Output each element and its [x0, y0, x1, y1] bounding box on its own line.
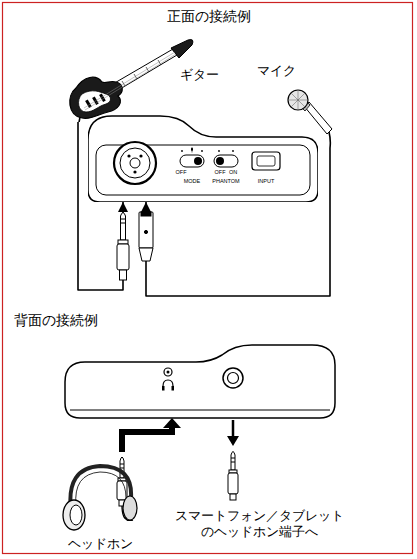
control-name: PHANTOM — [212, 178, 239, 184]
headphones — [76, 472, 126, 506]
phone-plug — [118, 240, 128, 244]
rear-device — [65, 345, 335, 418]
rear-device — [172, 386, 175, 391]
mini-plug — [230, 494, 236, 500]
mini-plug — [228, 473, 238, 494]
interface-front-shape — [214, 155, 238, 167]
phone-plug — [117, 213, 129, 281]
headphone-arrow — [122, 418, 181, 452]
headphones — [63, 500, 85, 530]
interface-front-shape — [120, 148, 150, 178]
interface-front-shape — [194, 157, 202, 165]
microphone-node: マイク — [255, 62, 343, 148]
part-label: ギター — [180, 68, 219, 83]
interface-front-shape — [139, 154, 142, 157]
rear-device — [228, 373, 239, 384]
phone-plug — [121, 219, 126, 220]
microphone-node-shape — [329, 132, 330, 148]
microphone-node-shape — [288, 90, 308, 110]
rear-device — [163, 380, 173, 390]
guitar-node-shape — [85, 54, 176, 110]
interface-front-shape — [96, 145, 310, 195]
guitar-node-shape — [70, 77, 123, 118]
interface-front-shape — [180, 155, 204, 167]
interface-front-shape — [216, 157, 224, 165]
interface-front-shape — [114, 142, 156, 184]
interface-front-shape — [88, 115, 318, 202]
switch-label: OFF — [215, 169, 226, 175]
rear-device — [70, 410, 330, 411]
switch-label: ON — [229, 169, 237, 175]
control-name: MODE — [184, 178, 201, 184]
rear-device — [167, 371, 170, 374]
rear-device — [223, 368, 243, 388]
microphone-node-shape — [298, 90, 299, 110]
interface-front-shape — [127, 154, 130, 157]
headphone-arrow — [122, 427, 172, 452]
guitar-node-shape — [84, 52, 175, 108]
mini-plug — [228, 452, 238, 501]
rear-device — [164, 368, 172, 376]
part-label: スマートフォン／タブレット のヘッドホン端子へ — [170, 508, 348, 541]
part-label: マイク — [257, 64, 296, 79]
interface-front-shape — [130, 158, 140, 168]
headphones — [123, 496, 137, 520]
headphones — [70, 505, 82, 525]
headphones — [63, 466, 137, 530]
xlr-plug — [139, 248, 153, 261]
section-heading: 正面の接続例 — [0, 8, 417, 26]
frame — [3, 3, 413, 554]
headphone-plug — [120, 464, 124, 465]
mini-plug — [231, 452, 235, 471]
headphone-plug — [120, 468, 124, 469]
interface-front: OFFMODEOFFONPHANTOMINPUT — [88, 115, 318, 202]
phone-plug — [121, 213, 126, 241]
xlr-plug — [141, 212, 151, 216]
output-arrow — [232, 420, 235, 437]
interface-front-shape — [133, 170, 136, 173]
control-name: INPUT — [258, 178, 275, 184]
interface-front-shape — [232, 150, 234, 152]
output-arrow — [227, 436, 239, 446]
xlr-plug — [144, 230, 147, 233]
interface-front-shape — [181, 150, 183, 152]
guitar-node: ギター — [62, 38, 222, 122]
output-arrow — [227, 420, 239, 446]
section-heading: 背面の接続例 — [14, 312, 98, 330]
interface-front-shape — [88, 116, 318, 202]
xlr-plug — [139, 212, 153, 248]
phone-plug — [117, 244, 129, 270]
phone-plug — [121, 223, 126, 224]
interface-front-shape — [218, 150, 220, 152]
mini-plug — [231, 462, 235, 463]
headphone-arrow — [163, 418, 181, 428]
interface-front-shape — [191, 148, 193, 152]
part-label: ヘッドホン — [50, 536, 150, 552]
interface-front-shape — [252, 152, 280, 170]
switch-label: OFF — [176, 169, 187, 175]
xlr-plug — [139, 212, 153, 261]
mini-plug — [231, 458, 235, 459]
interface-front-shape — [201, 150, 203, 152]
rear-device — [162, 386, 165, 391]
phone-plug — [120, 270, 127, 280]
interface-front-shape — [192, 151, 193, 153]
interface-front-shape — [257, 156, 275, 166]
rear-device — [65, 345, 335, 418]
